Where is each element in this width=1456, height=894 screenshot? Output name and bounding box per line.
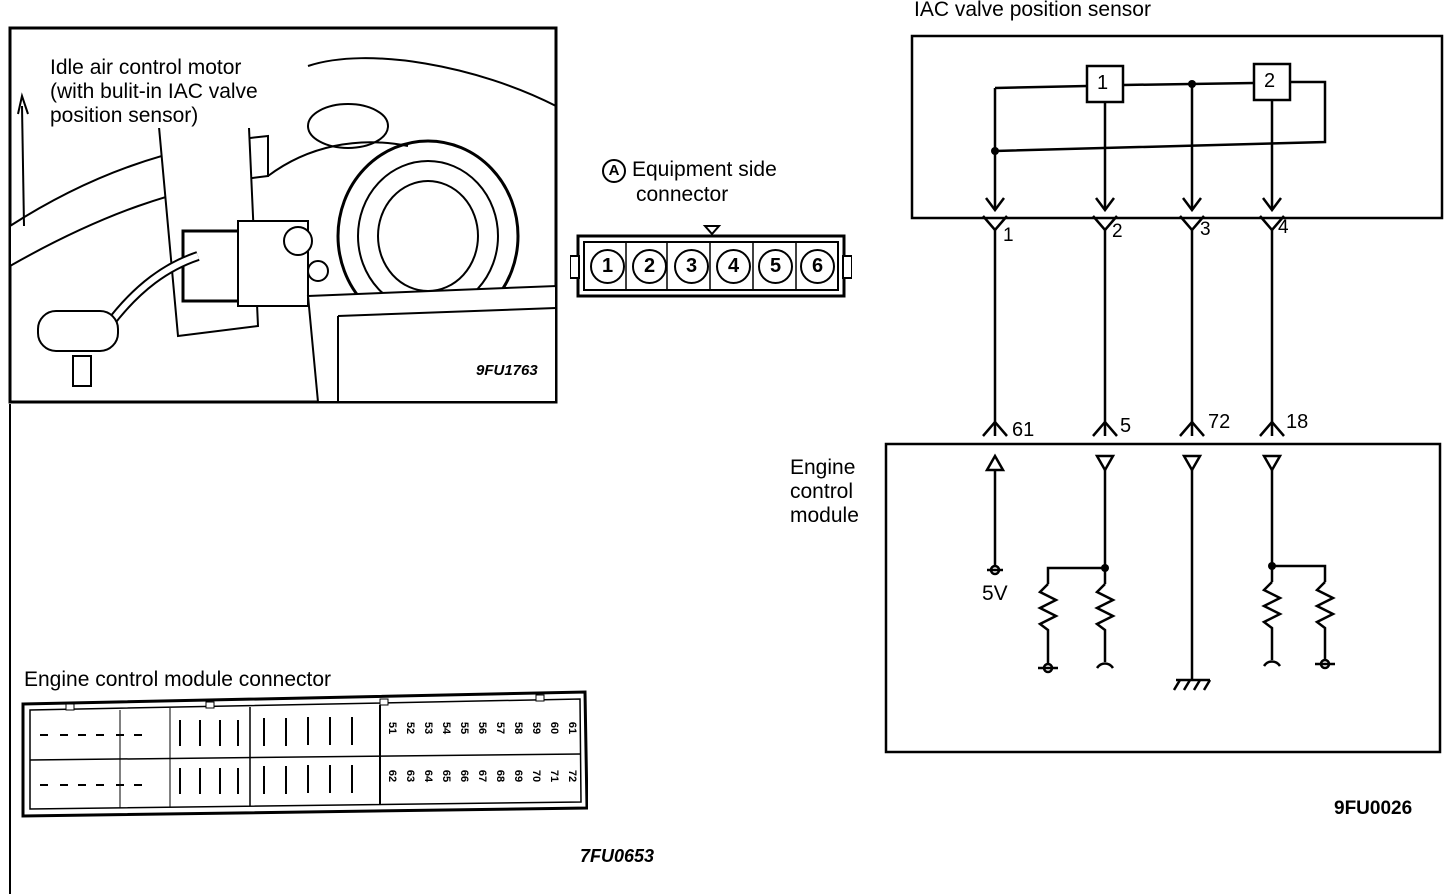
ecm-connector: 51 52 53 54 55 56 57 58 59 60 61 62 63 6… (20, 690, 589, 818)
caption-line-1: Idle air control motor (50, 56, 242, 79)
caption-line-2: (with bulit-in IAC valve (50, 80, 258, 103)
ecm-label: Engine control module (790, 456, 859, 528)
photo-caption: Idle air control motor (with bulit-in IA… (48, 56, 260, 128)
sensor-title: IAC valve position sensor (914, 0, 1151, 21)
pin-4: 4 (716, 249, 751, 284)
pin-1: 1 (590, 249, 625, 284)
ecm-connector-title: Engine control module connector (24, 668, 332, 691)
ecm-pin-5: 5 (1120, 415, 1132, 437)
pin-2: 2 (632, 249, 667, 284)
ecm-box (884, 442, 1442, 754)
sensor-pin-1: 1 (1003, 225, 1014, 246)
photo-code: 9FU1763 (476, 362, 538, 379)
page-margin-line (9, 404, 11, 894)
connector-a-pins: 1 2 3 4 5 6 (590, 249, 840, 285)
connector-a: 1 2 3 4 5 6 (569, 222, 853, 298)
engine-bay-illustration (8, 26, 558, 404)
sensor-pin-2: 2 (1112, 221, 1123, 242)
ecm-pin-18: 18 (1286, 411, 1309, 433)
supply-voltage-label: 5V (982, 582, 1008, 605)
sensor-pin-4: 4 (1278, 217, 1289, 238)
caption-line-3: position sensor) (50, 104, 199, 127)
pin-5: 5 (758, 249, 793, 284)
connector-a-title-line-1: Equipment side (632, 158, 777, 181)
ecm-connector-code: 7FU0653 (580, 846, 655, 866)
sensor-element-2-label: 2 (1264, 70, 1276, 92)
ecm-label-line-3: module (790, 504, 859, 527)
ecm-pin-72: 72 (1208, 411, 1231, 433)
schematic-code: 9FU0026 (1334, 798, 1413, 819)
connector-a-title-line-2: connector (636, 183, 729, 206)
marker-a-icon: A (602, 159, 626, 183)
sensor-pin-3: 3 (1200, 219, 1211, 240)
sensor-box (910, 34, 1444, 220)
pin-3: 3 (674, 249, 709, 284)
pin-one-marker-icon (702, 225, 722, 236)
ecm-connector-outline (21, 690, 589, 818)
ecm-label-line-2: control (790, 480, 854, 503)
component-location-photo: Idle air control motor (with bulit-in IA… (8, 26, 558, 404)
ecm-pin-61: 61 (1012, 419, 1035, 441)
pin-6: 6 (800, 249, 835, 284)
connector-a-title: A Equipment side connector (602, 158, 777, 207)
connector-a-outline (569, 225, 853, 298)
ecm-label-line-1: Engine (790, 456, 856, 479)
sensor-element-1-label: 1 (1097, 72, 1109, 94)
